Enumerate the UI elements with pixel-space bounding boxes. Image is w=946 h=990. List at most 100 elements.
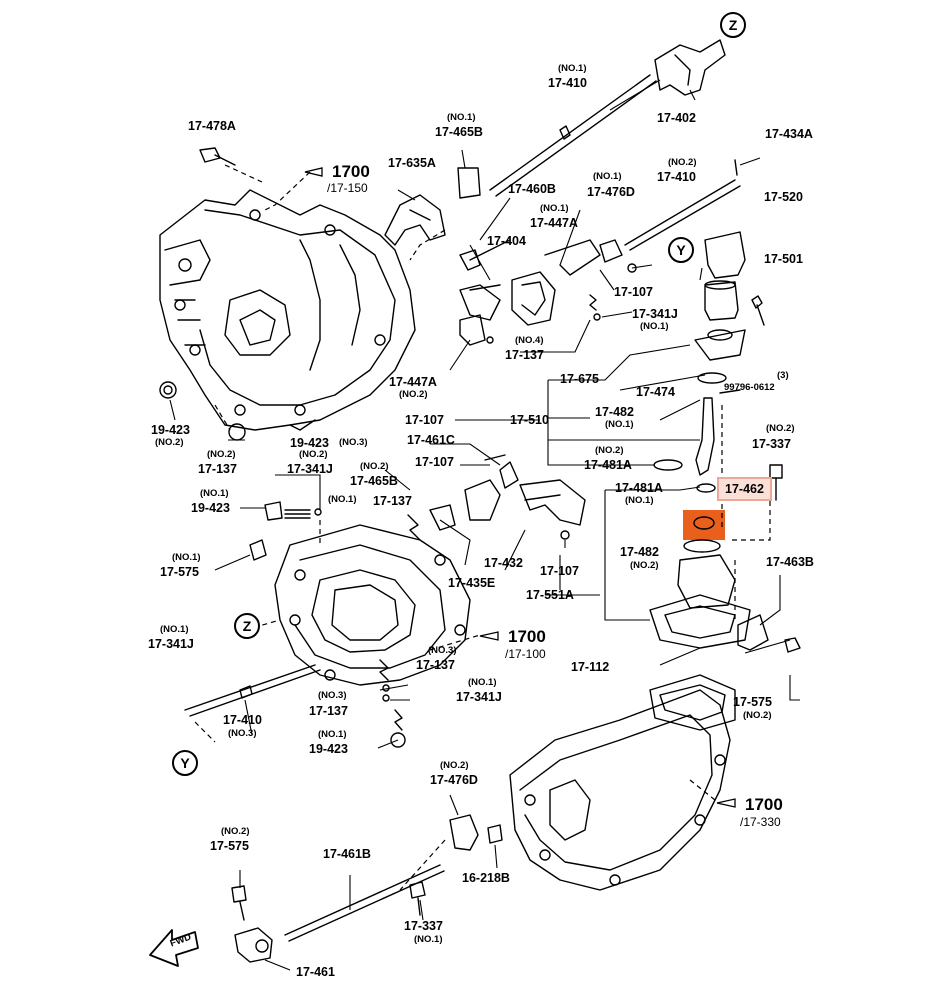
note-19-423-3: (NO.3) <box>339 437 368 448</box>
label-17-482-1[interactable]: 17-482 <box>595 405 634 419</box>
label-17-341J-2[interactable]: 17-341J <box>287 462 333 476</box>
lower-housing <box>509 674 736 891</box>
label-17-474[interactable]: 17-474 <box>636 385 675 399</box>
label-17-337-1[interactable]: 17-337 <box>404 919 443 933</box>
ref-17-330[interactable]: /17-330 <box>740 815 781 829</box>
label-19-423-2[interactable]: 19-423 <box>151 423 190 437</box>
label-19-423-1[interactable]: 19-423 <box>191 501 230 515</box>
label-17-107-c[interactable]: 17-107 <box>415 455 454 469</box>
label-17-107-d[interactable]: 17-107 <box>540 564 579 578</box>
note-17-410-1: (NO.1) <box>558 63 587 74</box>
middle-case <box>274 524 471 686</box>
label-17-551A[interactable]: 17-551A <box>526 588 574 602</box>
note-17-447A-2: (NO.2) <box>399 389 428 400</box>
note-17-410-3: (NO.3) <box>228 728 257 739</box>
marker-y-upper: Y <box>668 237 694 263</box>
note-17-137-3b: (NO.3) <box>318 690 347 701</box>
label-17-137-4[interactable]: 17-137 <box>505 348 544 362</box>
label-17-462[interactable]: 17-462 <box>725 482 764 496</box>
note-17-341J-1b: (NO.1) <box>328 494 357 505</box>
note-17-341J-1c: (NO.1) <box>160 624 189 635</box>
note-17-575-1: (NO.1) <box>172 552 201 563</box>
ref-17-100[interactable]: /17-100 <box>505 647 546 661</box>
label-17-476D-2[interactable]: 17-476D <box>430 773 478 787</box>
label-17-107-a[interactable]: 17-107 <box>614 285 653 299</box>
label-17-447A-2[interactable]: 17-447A <box>389 375 437 389</box>
note-19-423-1b: (NO.1) <box>318 729 347 740</box>
note-17-476D-2: (NO.2) <box>440 760 469 771</box>
label-17-341J-1d[interactable]: 17-341J <box>456 690 502 704</box>
label-99796-0612[interactable]: 99796-0612 <box>724 382 775 393</box>
label-17-404[interactable]: 17-404 <box>487 234 526 248</box>
label-17-675[interactable]: 17-675 <box>560 372 599 386</box>
ref-1700-top[interactable]: 1700 <box>332 162 370 181</box>
label-17-510[interactable]: 17-510 <box>510 413 549 427</box>
label-17-435E[interactable]: 17-435E <box>448 576 496 590</box>
label-17-575-2[interactable]: 17-575 <box>733 695 772 709</box>
label-17-520[interactable]: 17-520 <box>764 190 803 204</box>
note-17-482-2: (NO.2) <box>630 560 659 571</box>
note-17-341J-1: (NO.1) <box>640 321 669 332</box>
note-17-337-1: (NO.1) <box>414 934 443 945</box>
note-17-137-2: (NO.2) <box>207 449 236 460</box>
label-17-465B-2[interactable]: 17-465B <box>350 474 398 488</box>
label-17-410-3[interactable]: 17-410 <box>223 713 262 727</box>
label-17-107-b[interactable]: 17-107 <box>405 413 444 427</box>
label-17-447A-1[interactable]: 17-447A <box>530 216 578 230</box>
highlighted-part-callout[interactable]: 17-462 <box>717 477 772 501</box>
label-16-218B[interactable]: 16-218B <box>462 871 510 885</box>
label-17-341J-1c[interactable]: 17-341J <box>148 637 194 651</box>
label-17-337-2[interactable]: 17-337 <box>752 437 791 451</box>
label-17-476D-1[interactable]: 17-476D <box>587 185 635 199</box>
note-17-575-2b: (NO.2) <box>221 826 250 837</box>
label-17-434A[interactable]: 17-434A <box>765 127 813 141</box>
note-17-447A-1: (NO.1) <box>540 203 569 214</box>
label-17-137-3b[interactable]: 17-137 <box>309 704 348 718</box>
label-17-463B[interactable]: 17-463B <box>766 555 814 569</box>
label-19-423-3[interactable]: 19-423 <box>290 436 329 450</box>
note-17-410-2: (NO.2) <box>668 157 697 168</box>
label-17-481A-1[interactable]: 17-481A <box>615 481 663 495</box>
label-17-341J-1[interactable]: 17-341J <box>632 307 678 321</box>
label-17-575-2b[interactable]: 17-575 <box>210 839 249 853</box>
upper-housing <box>159 189 416 431</box>
ref-1700-lower[interactable]: 1700 <box>745 795 783 814</box>
label-17-461[interactable]: 17-461 <box>296 965 335 979</box>
label-17-575-1[interactable]: 17-575 <box>160 565 199 579</box>
label-17-137-3[interactable]: 17-137 <box>416 658 455 672</box>
note-17-476D-1: (NO.1) <box>593 171 622 182</box>
label-17-137-2[interactable]: 17-137 <box>198 462 237 476</box>
ref-1700-middle[interactable]: 1700 <box>508 627 546 646</box>
label-17-137-1[interactable]: 17-137 <box>373 494 412 508</box>
note-17-481A-2: (NO.2) <box>595 445 624 456</box>
label-17-432[interactable]: 17-432 <box>484 556 523 570</box>
ref-17-150[interactable]: /17-150 <box>327 181 368 195</box>
note-17-341J-2: (NO.2) <box>299 449 328 460</box>
note-99796: (3) <box>777 370 789 381</box>
note-17-481A-1: (NO.1) <box>625 495 654 506</box>
label-17-501[interactable]: 17-501 <box>764 252 803 266</box>
marker-z-top: Z <box>720 12 746 38</box>
note-17-482-1: (NO.1) <box>605 419 634 430</box>
label-17-465B-1[interactable]: 17-465B <box>435 125 483 139</box>
label-17-460B[interactable]: 17-460B <box>508 182 556 196</box>
note-19-423-2: (NO.2) <box>155 437 184 448</box>
label-17-402[interactable]: 17-402 <box>657 111 696 125</box>
label-17-481A-2[interactable]: 17-481A <box>584 458 632 472</box>
label-17-461C[interactable]: 17-461C <box>407 433 455 447</box>
label-17-410-2[interactable]: 17-410 <box>657 170 696 184</box>
label-17-478A[interactable]: 17-478A <box>188 119 236 133</box>
label-19-423-1b[interactable]: 19-423 <box>309 742 348 756</box>
note-17-337-2: (NO.2) <box>766 423 795 434</box>
note-17-575-2: (NO.2) <box>743 710 772 721</box>
label-17-461B[interactable]: 17-461B <box>323 847 371 861</box>
marker-y-lower: Y <box>172 750 198 776</box>
label-17-410-1[interactable]: 17-410 <box>548 76 587 90</box>
label-17-482-2[interactable]: 17-482 <box>620 545 659 559</box>
label-17-635A[interactable]: 17-635A <box>388 156 436 170</box>
note-19-423-1: (NO.1) <box>200 488 229 499</box>
note-17-137-4: (NO.4) <box>515 335 544 346</box>
note-17-341J-1d: (NO.1) <box>468 677 497 688</box>
label-17-112[interactable]: 17-112 <box>571 660 610 674</box>
